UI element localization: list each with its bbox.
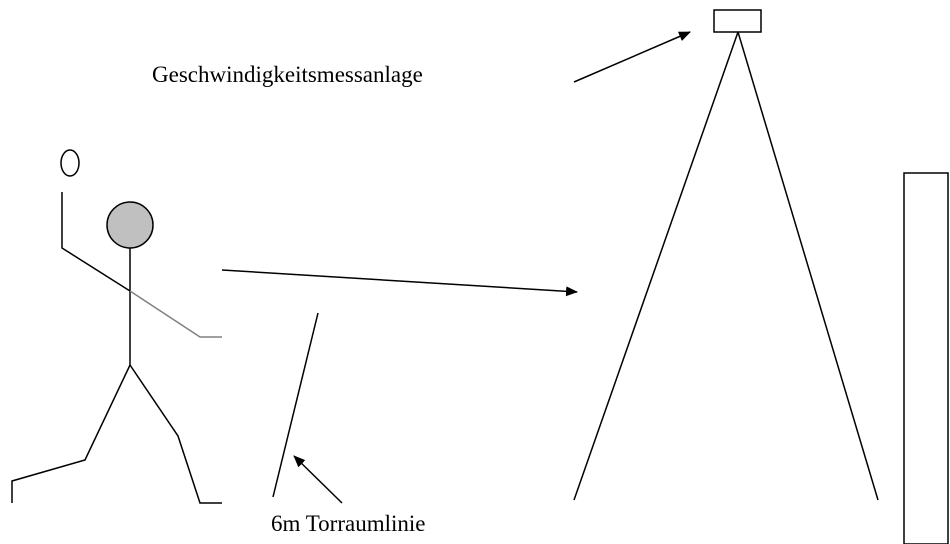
ball-direction-arrow <box>221 269 578 297</box>
goal-area-line-label: 6m Torraumlinie <box>271 511 426 536</box>
player-other-arm <box>129 290 222 338</box>
player-throwing-arm <box>61 192 131 292</box>
speed-measuring-device <box>573 9 879 501</box>
ball-icon <box>60 149 80 177</box>
tripod-right-leg <box>737 31 879 501</box>
tripod-left-leg <box>573 31 739 501</box>
measuring-device-box <box>713 9 762 33</box>
speed-measuring-device-label: Geschwindigkeitsmessanlage <box>152 62 423 87</box>
handball-player <box>11 149 222 504</box>
goal-area-line <box>272 312 319 498</box>
device-pointer-arrow <box>573 31 691 83</box>
goal-line-pointer-arrow <box>293 455 343 504</box>
player-head <box>106 201 154 249</box>
player-right-leg <box>129 364 222 504</box>
player-left-leg <box>11 364 131 503</box>
goal-post <box>903 172 949 544</box>
